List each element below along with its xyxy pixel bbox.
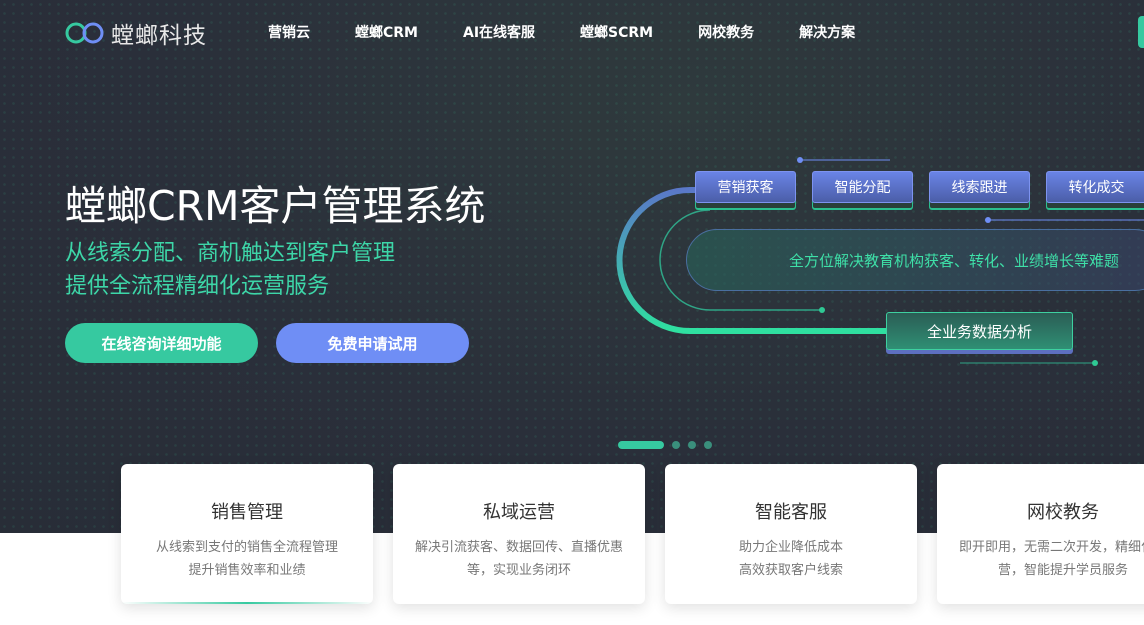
card-title: 智能客服 <box>755 502 827 523</box>
card-desc-line: 高效获取客户线索 <box>738 563 843 578</box>
card-desc: 解决引流获客、数据回传、直播优惠等，实现业务闭环 <box>393 536 645 582</box>
main-nav: 营销云 螳螂CRM AI在线客服 螳螂SCRM 网校教务 解决方案 <box>268 22 900 42</box>
flow-step: 智能分配 <box>812 171 913 203</box>
carousel-dot[interactable] <box>672 441 680 449</box>
analysis-box: 全业务数据分析 <box>886 312 1073 350</box>
card-title: 网校教务 <box>1027 502 1099 523</box>
nav-item[interactable]: 解决方案 <box>799 25 856 41</box>
card-desc: 助力企业降低成本高效获取客户线索 <box>665 536 917 582</box>
hero-banner: 螳螂科技 营销云 螳螂CRM AI在线客服 螳螂SCRM 网校教务 解决方案 螳… <box>0 0 1144 533</box>
hero-subtitle: 提供全流程精细化运营服务 <box>65 274 330 299</box>
carousel-dot-active[interactable] <box>618 441 664 449</box>
solution-band: 全方位解决教育机构获客、转化、业绩增长等难题 <box>686 229 1144 291</box>
card-desc: 即开即用，无需二次开发，精细化运营，智能提升学员服务 <box>937 536 1144 582</box>
carousel-dot[interactable] <box>704 441 712 449</box>
card-desc-line: 提升销售效率和业绩 <box>188 563 306 578</box>
active-underline <box>121 602 373 604</box>
card-desc-line: 即开即用，无需二次开发，精细化运 <box>958 540 1144 555</box>
nav-item[interactable]: AI在线客服 <box>463 25 536 41</box>
card-title: 销售管理 <box>211 502 283 523</box>
feature-card-sales[interactable]: 销售管理 从线索到支付的销售全流程管理提升销售效率和业绩 <box>121 464 373 604</box>
card-desc-line: 从线索到支付的销售全流程管理 <box>155 540 338 555</box>
flow-step: 线索跟进 <box>929 171 1030 203</box>
card-desc-line: 等，实现业务闭环 <box>466 563 571 578</box>
consult-button[interactable]: 在线咨询详细功能 <box>65 323 258 363</box>
feature-card-service[interactable]: 智能客服 助力企业降低成本高效获取客户线索 <box>665 464 917 604</box>
hero-title: 螳螂CRM客户管理系统 <box>65 182 486 230</box>
flow-step: 营销获客 <box>695 171 796 203</box>
logo[interactable]: 螳螂科技 <box>65 16 207 50</box>
brand-name: 螳螂科技 <box>111 23 207 49</box>
card-desc-line: 解决引流获客、数据回传、直播优惠 <box>414 540 623 555</box>
nav-item[interactable]: 营销云 <box>268 25 310 41</box>
flow-step: 转化成交 <box>1046 171 1144 203</box>
card-desc-line: 营，智能提升学员服务 <box>997 563 1128 578</box>
carousel-pagination <box>618 441 712 449</box>
card-title: 私域运营 <box>483 502 555 523</box>
logo-icon <box>65 22 104 44</box>
nav-item[interactable]: 螳螂SCRM <box>580 25 654 41</box>
nav-item[interactable]: 螳螂CRM <box>355 25 418 41</box>
nav-item[interactable]: 网校教务 <box>698 25 755 41</box>
trial-button[interactable]: 免费申请试用 <box>276 323 469 363</box>
card-desc: 从线索到支付的销售全流程管理提升销售效率和业绩 <box>121 536 373 582</box>
feature-card-private[interactable]: 私域运营 解决引流获客、数据回传、直播优惠等，实现业务闭环 <box>393 464 645 604</box>
carousel-dot[interactable] <box>688 441 696 449</box>
hero-subtitle: 从线索分配、商机触达到客户管理 <box>65 241 396 266</box>
header-cta-edge[interactable] <box>1138 16 1144 48</box>
card-desc-line: 助力企业降低成本 <box>738 540 843 555</box>
feature-card-school[interactable]: 网校教务 即开即用，无需二次开发，精细化运营，智能提升学员服务 <box>937 464 1144 604</box>
flow-track <box>616 157 1144 366</box>
